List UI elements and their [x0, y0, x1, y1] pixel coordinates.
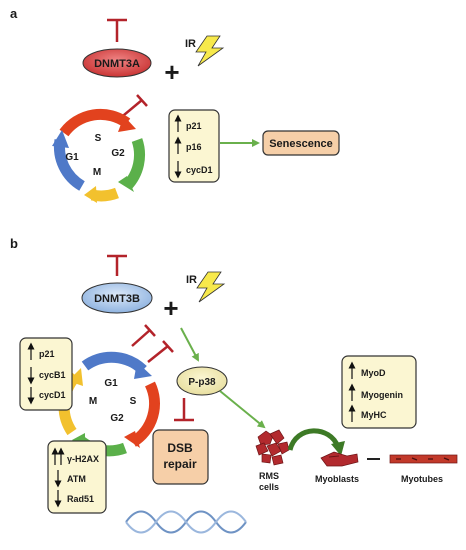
dnmt3a-ellipse [82, 48, 152, 78]
inhibitor-cycle-b [131, 324, 156, 347]
inhibitor-cycle-b2 [147, 340, 174, 363]
myotubes-icon [389, 454, 458, 464]
marker-a-p21-label: p21 [186, 121, 202, 131]
rms-label-line2: cells [259, 482, 279, 492]
panel-a: a DNMT3A + IR S G2 M G1 [10, 6, 340, 203]
panel-b: b DNMT3B + IR G1 [10, 236, 458, 534]
inhibitor-dnmt3a-bar [107, 18, 127, 42]
phase-m-b: M [89, 396, 97, 407]
marker-b-myhc-label: MyHC [361, 410, 387, 420]
phase-g1-b: G1 [104, 378, 118, 389]
marker-b-rad51-label: Rad51 [67, 494, 94, 504]
cell-cycle-wheel-b [58, 351, 160, 457]
marker-b-gh2ax: γ-H2AX [51, 447, 99, 465]
marker-b-cycd1: cycD1 [27, 387, 66, 405]
marker-b-p21-label: p21 [39, 349, 55, 359]
panel-b-letter: b [10, 236, 18, 251]
myoblasts-icon [320, 451, 359, 467]
lightning-icon-a [195, 35, 225, 67]
ir-label-a: IR [185, 38, 196, 50]
marker-b-cycb1-label: cycB1 [39, 370, 66, 380]
dna-helix-icon [125, 510, 247, 534]
marker-b-gh2ax-label: γ-H2AX [67, 454, 99, 464]
marker-b-myogenin: Myogenin [348, 383, 403, 401]
senescence-box [262, 130, 340, 156]
marker-box-a [168, 109, 220, 183]
phase-m-a: M [93, 167, 101, 178]
differentiation-curved-arrowhead [331, 441, 345, 456]
plus-sign-b: + [163, 293, 178, 323]
pp38-ellipse [176, 366, 228, 396]
cell-cycle-wheel-a [52, 108, 145, 203]
myoblasts-label: Myoblasts [315, 474, 359, 484]
marker-a-cycd1-label: cycD1 [186, 165, 213, 175]
phase-s-b: S [130, 396, 137, 407]
lightning-icon-b [196, 271, 226, 303]
marker-b-atm-label: ATM [67, 474, 86, 484]
inhibitor-dnmt3b-bar [107, 254, 127, 276]
dsb-repair-box [152, 429, 209, 485]
marker-b-myogenin-label: Myogenin [361, 390, 403, 400]
dna-marker-box-b [47, 440, 107, 514]
marker-b-atm: ATM [54, 470, 86, 488]
cycle-marker-box-b [19, 337, 73, 411]
marker-b-myhc: MyHC [348, 404, 387, 422]
marker-b-cycb1: cycB1 [27, 367, 66, 385]
marker-b-rad51: Rad51 [54, 490, 94, 508]
inhibitor-dsb-repair [174, 398, 194, 422]
marker-a-p16-label: p16 [186, 142, 202, 152]
plus-sign-a: + [164, 57, 179, 87]
marker-a-cycd1: cycD1 [174, 161, 213, 179]
rms-cells-icon [255, 429, 290, 466]
marker-a-p16: p16 [174, 136, 202, 154]
myo-marker-box-b [341, 355, 417, 429]
repair-label: repair [163, 457, 197, 471]
rms-label-line1: RMS [259, 471, 279, 481]
arrow-to-rms [219, 390, 266, 429]
dsb-label: DSB [167, 441, 193, 455]
phase-g2-b: G2 [110, 413, 124, 424]
phase-s-a: S [95, 133, 102, 144]
marker-b-cycd1-label: cycD1 [39, 390, 66, 400]
marker-b-myod: MyoD [348, 361, 386, 379]
pp38-label: P-p38 [188, 377, 216, 388]
senescence-label: Senescence [269, 138, 333, 150]
dnmt3b-label: DNMT3B [94, 293, 140, 305]
marker-a-p21: p21 [174, 114, 202, 132]
dnmt3a-label: DNMT3A [94, 58, 140, 70]
ir-label-b: IR [186, 274, 197, 286]
panel-a-letter: a [10, 6, 18, 21]
phase-g1-a: G1 [65, 152, 79, 163]
dnmt3b-ellipse [81, 282, 153, 314]
marker-b-myod-label: MyoD [361, 368, 386, 378]
myotubes-label: Myotubes [401, 474, 443, 484]
phase-g2-a: G2 [111, 148, 125, 159]
marker-b-p21: p21 [27, 342, 55, 360]
differentiation-curved-arrow [287, 428, 341, 451]
arrow-to-pp38 [180, 327, 199, 362]
